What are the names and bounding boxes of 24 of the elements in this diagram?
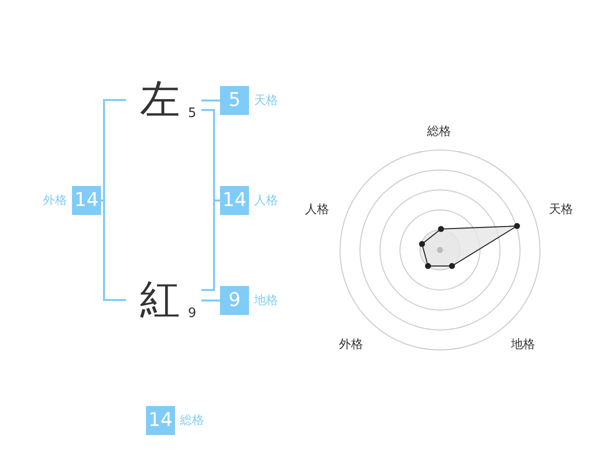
bracket-line bbox=[201, 300, 220, 302]
value-badge: 14 bbox=[146, 406, 175, 435]
bracket-line bbox=[201, 100, 220, 102]
kanji-character: 紅 bbox=[140, 278, 180, 322]
bracket-line bbox=[101, 99, 126, 202]
category-label: 総格 bbox=[180, 412, 204, 429]
value-badge: 9 bbox=[220, 286, 249, 315]
axis-label: 人格 bbox=[305, 201, 329, 218]
stroke-count: 5 bbox=[188, 106, 196, 122]
bracket-line bbox=[201, 200, 220, 291]
axis-label: 地格 bbox=[511, 336, 535, 353]
category-label: 天格 bbox=[254, 92, 278, 109]
value-badge: 14 bbox=[72, 186, 101, 215]
axis-label: 外格 bbox=[339, 336, 363, 353]
stroke-count: 9 bbox=[188, 306, 196, 322]
category-label: 地格 bbox=[254, 292, 278, 309]
category-label: 外格 bbox=[43, 192, 67, 209]
bracket-line bbox=[101, 200, 126, 301]
axis-label: 天格 bbox=[549, 201, 573, 218]
value-badge: 5 bbox=[220, 86, 249, 115]
category-label: 人格 bbox=[254, 192, 278, 209]
kanji-character: 左 bbox=[140, 78, 180, 122]
value-badge: 14 bbox=[220, 186, 249, 215]
axis-label: 総格 bbox=[427, 123, 451, 140]
